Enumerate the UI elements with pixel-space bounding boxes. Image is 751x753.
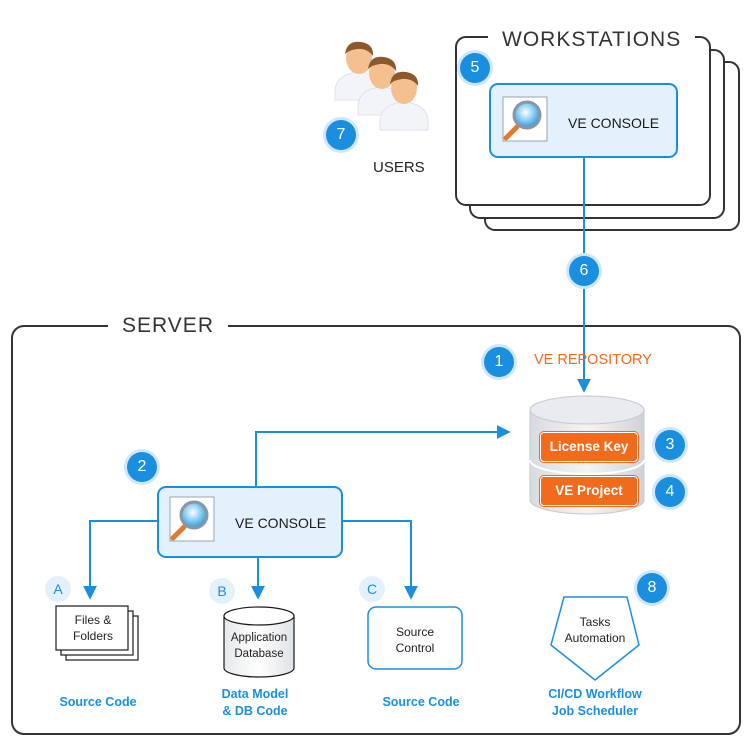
files-label: Files & Folders <box>58 612 128 644</box>
step-8-badge: 8 <box>637 573 667 603</box>
step-5-badge: 5 <box>460 53 490 83</box>
server-frame <box>11 325 741 735</box>
tasks-caption-line2: Job Scheduler <box>551 704 639 718</box>
database-caption-line2: & DB Code <box>222 704 288 718</box>
letter-c-badge: C <box>359 576 385 602</box>
database-caption: Data Model & DB Code <box>200 686 310 720</box>
files-label-line1: Files & <box>74 613 112 627</box>
source-control-label: Source Control <box>370 624 460 656</box>
source-control-caption: Source Code <box>382 695 460 709</box>
files-folders-icon <box>55 605 139 661</box>
repository-label: VE REPOSITORY <box>534 352 652 368</box>
magnifier-icon <box>502 96 548 142</box>
magnifier-icon <box>169 496 215 542</box>
step-1-badge: 1 <box>484 347 514 377</box>
tasks-label: Tasks Automation <box>550 614 640 646</box>
letter-b-badge: B <box>209 578 235 604</box>
source-control-label-line1: Source <box>395 625 435 639</box>
step-7-badge: 7 <box>326 120 356 150</box>
database-label-line2: Database <box>234 648 284 660</box>
users-icon <box>334 41 429 131</box>
database-label-line1: Application <box>230 632 288 644</box>
server-console-label: VE CONSOLE <box>235 515 327 531</box>
tasks-caption: CI/CD Workflow Job Scheduler <box>530 686 660 720</box>
tasks-automation-shape <box>550 596 640 681</box>
tasks-label-line2: Automation <box>564 631 626 645</box>
database-icon <box>223 606 295 678</box>
ve-project-badge: VE Project <box>540 476 638 506</box>
users-label: USERS <box>373 159 425 176</box>
step-3-badge: 3 <box>655 430 685 460</box>
console-to-source-control-line <box>342 520 418 600</box>
step-6-badge: 6 <box>569 256 599 286</box>
tasks-caption-line1: CI/CD Workflow <box>548 687 642 701</box>
files-label-line2: Folders <box>72 629 113 643</box>
license-key-badge: License Key <box>540 432 638 462</box>
console-to-repository-line <box>255 425 511 487</box>
database-caption-line1: Data Model <box>221 687 289 701</box>
letter-a-badge: A <box>45 576 71 602</box>
console-to-files-line <box>83 520 158 600</box>
step-4-badge: 4 <box>655 477 685 507</box>
source-control-label-line2: Control <box>395 641 435 655</box>
source-control-box <box>367 606 463 670</box>
workstations-title: WORKSTATIONS <box>488 28 696 52</box>
tasks-label-line1: Tasks <box>579 615 611 629</box>
step-2-badge: 2 <box>127 452 157 482</box>
database-label: Application Database <box>219 630 299 662</box>
workstation-console-label: VE CONSOLE <box>568 115 660 131</box>
files-caption: Source Code <box>59 695 137 709</box>
server-title: SERVER <box>108 314 228 338</box>
